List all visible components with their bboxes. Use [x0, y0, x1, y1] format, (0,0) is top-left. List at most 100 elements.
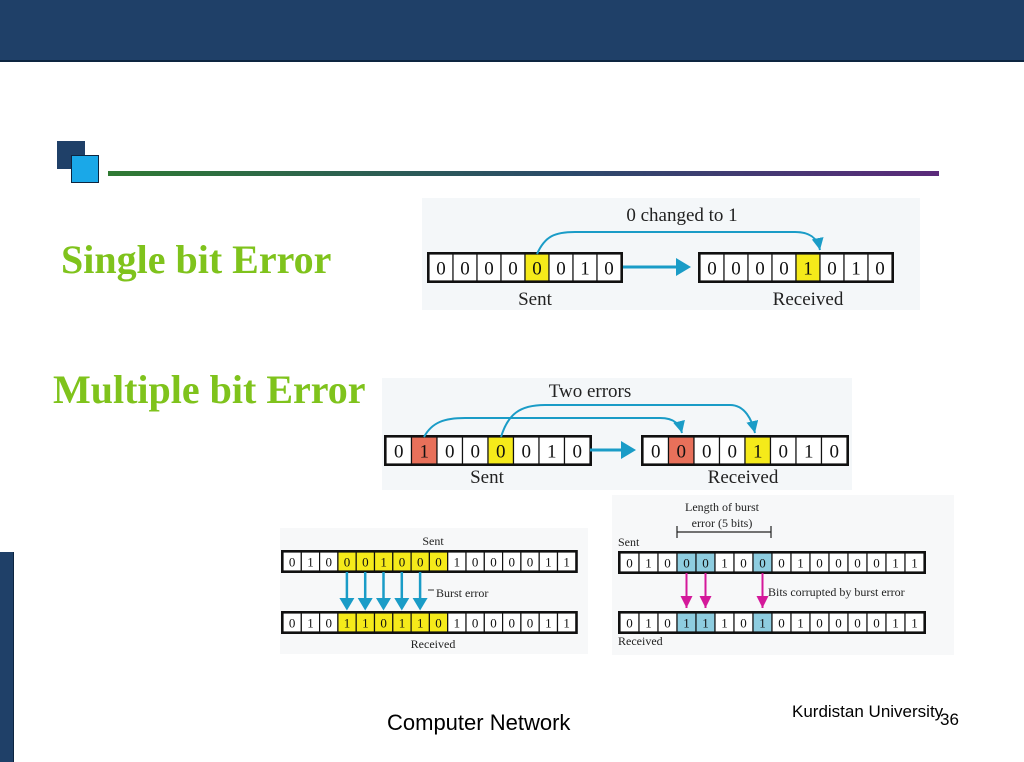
single-received-bit: 0 [779, 259, 789, 280]
burst-right-sent-bit: 1 [721, 556, 728, 571]
single-sent-bit: 0 [532, 259, 542, 280]
multiple-sent-bit: 0 [522, 442, 532, 463]
burst-right-sent-frame [618, 551, 926, 574]
burst-right-received-frame [618, 611, 926, 634]
burst-left-sent-cell [556, 551, 577, 572]
burst-length-label-2: error (5 bits) [692, 516, 753, 530]
single-received-cell [843, 253, 869, 282]
burst-left-sent-bit: 0 [509, 555, 516, 570]
burst-right-sent-bit: 0 [626, 556, 633, 571]
multiple-sent-bit: 0 [471, 442, 481, 463]
burst-left-sent-bit: 0 [490, 555, 497, 570]
burst-right-corrupted-label: Bits corrupted by burst error [768, 585, 905, 599]
burst-left-received-bit: 0 [490, 616, 497, 631]
burst-left-sent-bit: 0 [362, 555, 369, 570]
burst-left-received-bit: 0 [289, 616, 296, 631]
single-change-arrow [536, 231, 824, 255]
single-received-bit: 0 [875, 259, 885, 280]
multiple-sent-bit: 1 [420, 442, 430, 463]
multiple-received-frame [641, 435, 849, 466]
multiple-sent-bit: 1 [547, 442, 557, 463]
multiple-change-arrow-2 [500, 404, 759, 438]
burst-left-sent-bit: 1 [545, 555, 552, 570]
single-received-cell [795, 253, 821, 282]
burst-right-sent-bit: 0 [664, 556, 671, 571]
burst-left-sent-frame [281, 550, 578, 573]
multiple-received-bit: 0 [830, 442, 840, 463]
single-sent-cell [452, 253, 478, 282]
burst-left-sent-bit: 0 [344, 555, 351, 570]
burst-left-received-bit: 0 [527, 616, 534, 631]
multiple-sent-cell [385, 436, 413, 465]
burst-left-received-bit: 1 [307, 616, 314, 631]
single-received-cell [867, 253, 893, 282]
single-sent-label: Sent [518, 289, 553, 310]
single-received-cell [819, 253, 845, 282]
footer-university: Kurdistan University [792, 702, 944, 721]
multiple-sent-bit: 0 [445, 442, 455, 463]
burst-right-received-bit: 0 [740, 616, 747, 631]
burst-left-received-bit: 1 [362, 616, 369, 631]
single-sent-cell [524, 253, 550, 282]
multiple-received-cell [642, 436, 670, 465]
multiple-received-cell [820, 436, 848, 465]
burst-right-received-bit: 1 [683, 616, 690, 631]
single-sent-cell [428, 253, 454, 282]
multiple-sent-bit: 0 [394, 442, 404, 463]
burst-right-received-bit: 1 [759, 616, 766, 631]
burst-right-sent-bit: 1 [645, 556, 652, 571]
burst-left-received-cell [556, 612, 577, 633]
burst-right-sent-bit: 0 [873, 556, 880, 571]
burst-left-burst-label: Burst error [436, 586, 488, 600]
multiple-received-cell [744, 436, 772, 465]
burst-left-received-frame [281, 611, 578, 634]
burst-right-received-bit: 1 [911, 616, 918, 631]
multiple-received-bit: 0 [779, 442, 789, 463]
multiple-caption: Two errors [549, 381, 632, 402]
burst-left-received-bit: 0 [380, 616, 387, 631]
burst-right-received-label: Received [618, 634, 663, 648]
burst-right-sent-label: Sent [618, 535, 640, 549]
burst-left-received-bit: 0 [509, 616, 516, 631]
single-received-label: Received [773, 289, 844, 310]
burst-left-sent-bit: 0 [399, 555, 406, 570]
multiple-received-bit: 0 [702, 442, 712, 463]
burst-right-sent-bit: 0 [702, 556, 709, 571]
decor-square-light [71, 155, 99, 183]
single-received-bit: 0 [707, 259, 717, 280]
burst-left-received-bit: 1 [545, 616, 552, 631]
burst-right-received-bit: 0 [664, 616, 671, 631]
multiple-received-bit: 0 [728, 442, 738, 463]
burst-left-received-bit: 0 [326, 616, 333, 631]
footer-course-name: Computer Network [387, 710, 571, 735]
burst-left-sent-bit: 0 [435, 555, 442, 570]
burst-right-sent-bit: 0 [683, 556, 690, 571]
title-underline-rule [108, 171, 939, 176]
burst-left-received-bit: 0 [435, 616, 442, 631]
burst-length-label-1: Length of burst [685, 500, 760, 514]
single-received-bit: 0 [755, 259, 765, 280]
burst-right-received-bit: 0 [778, 616, 785, 631]
burst-right-sent-bit: 0 [816, 556, 823, 571]
burst-left-sent-bit: 0 [289, 555, 296, 570]
multiple-received-label: Received [708, 467, 779, 488]
burst-right-received-bit: 0 [816, 616, 823, 631]
burst-right-sent-bit: 0 [835, 556, 842, 571]
multiple-received-bit: 0 [677, 442, 687, 463]
burst-left-received-label: Received [411, 637, 456, 651]
single-received-frame [698, 252, 894, 283]
multiple-received-bit: 0 [651, 442, 661, 463]
burst-right-received-bit: 0 [873, 616, 880, 631]
single-received-bit: 0 [827, 259, 837, 280]
burst-right-received-bit: 0 [854, 616, 861, 631]
single-sent-cell [596, 253, 622, 282]
single-sent-bit: 1 [580, 259, 590, 280]
burst-right-received-bit: 0 [835, 616, 842, 631]
single-sent-bit: 0 [460, 259, 470, 280]
page-number: 36 [940, 710, 959, 729]
multiple-received-bit: 1 [804, 442, 814, 463]
single-sent-bit: 0 [604, 259, 614, 280]
single-sent-bit: 0 [436, 259, 446, 280]
burst-left-received-bit: 1 [399, 616, 406, 631]
